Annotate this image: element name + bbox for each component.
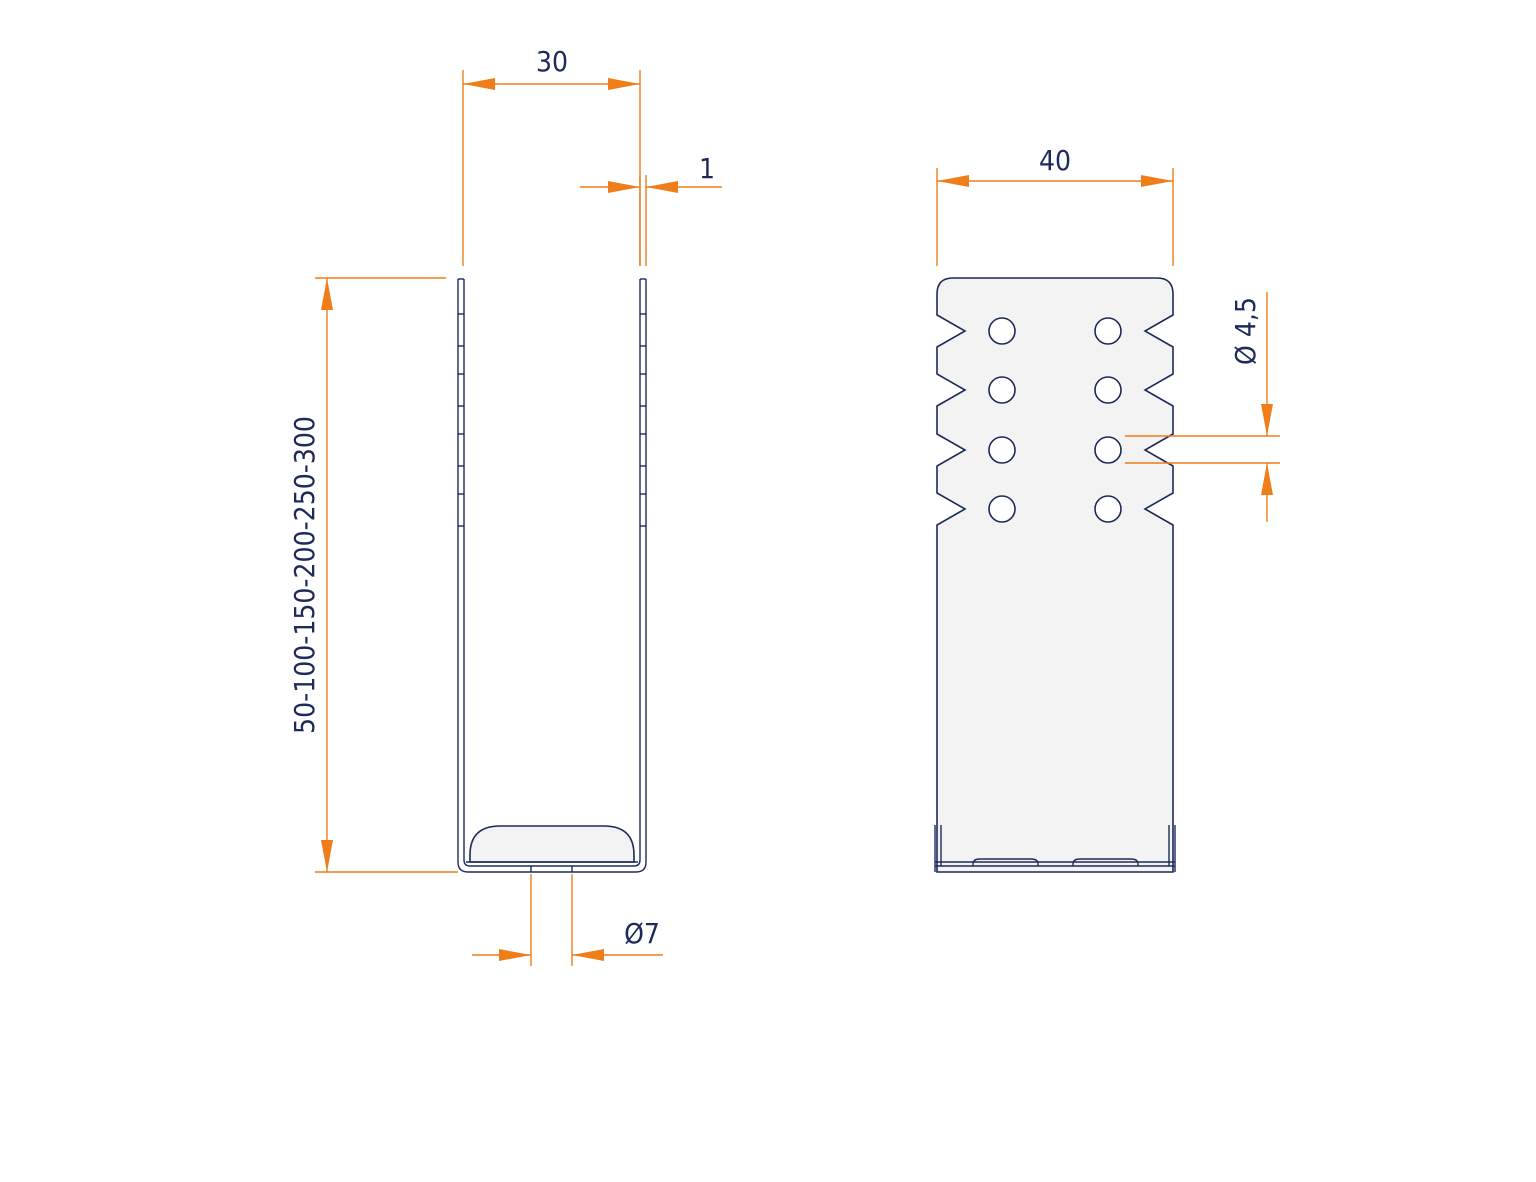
dimension-width-front: 40 (936, 144, 1174, 266)
height-label: 50-100-150-200-250-300 (288, 416, 321, 734)
side-view-bottom-boss (469, 825, 635, 863)
nail-holes (988, 317, 1122, 523)
side-view (457, 278, 647, 873)
side-view-outer-outline (457, 279, 647, 873)
nail-hole (988, 317, 1016, 345)
nail-hole (988, 436, 1016, 464)
side-view-tooth-marks (458, 313, 646, 527)
front-view-bottom-slot-left (972, 858, 1039, 866)
width-side-label: 30 (536, 45, 568, 78)
front-view (934, 277, 1176, 873)
thickness-label: 1 (699, 152, 715, 185)
nail-hole-label: Ø 4,5 (1229, 297, 1262, 365)
nail-hole (1094, 436, 1122, 464)
side-view-inner-outline (463, 279, 641, 867)
nail-hole (1094, 376, 1122, 404)
dimension-thickness: 1 (580, 152, 722, 266)
nail-hole (1094, 495, 1122, 523)
front-view-bottom-slot-right (1072, 858, 1139, 866)
nail-hole (988, 495, 1016, 523)
dimension-nail-hole: Ø 4,5 (1125, 292, 1280, 522)
nail-hole (988, 376, 1016, 404)
dimension-height: 50-100-150-200-250-300 (288, 277, 458, 873)
dimension-bottom-hole: Ø7 (472, 874, 663, 966)
bottom-hole-label: Ø7 (624, 917, 660, 950)
dimension-width-side: 30 (462, 45, 641, 266)
front-view-plate (936, 277, 1174, 873)
width-front-label: 40 (1039, 144, 1071, 177)
nail-hole (1094, 317, 1122, 345)
